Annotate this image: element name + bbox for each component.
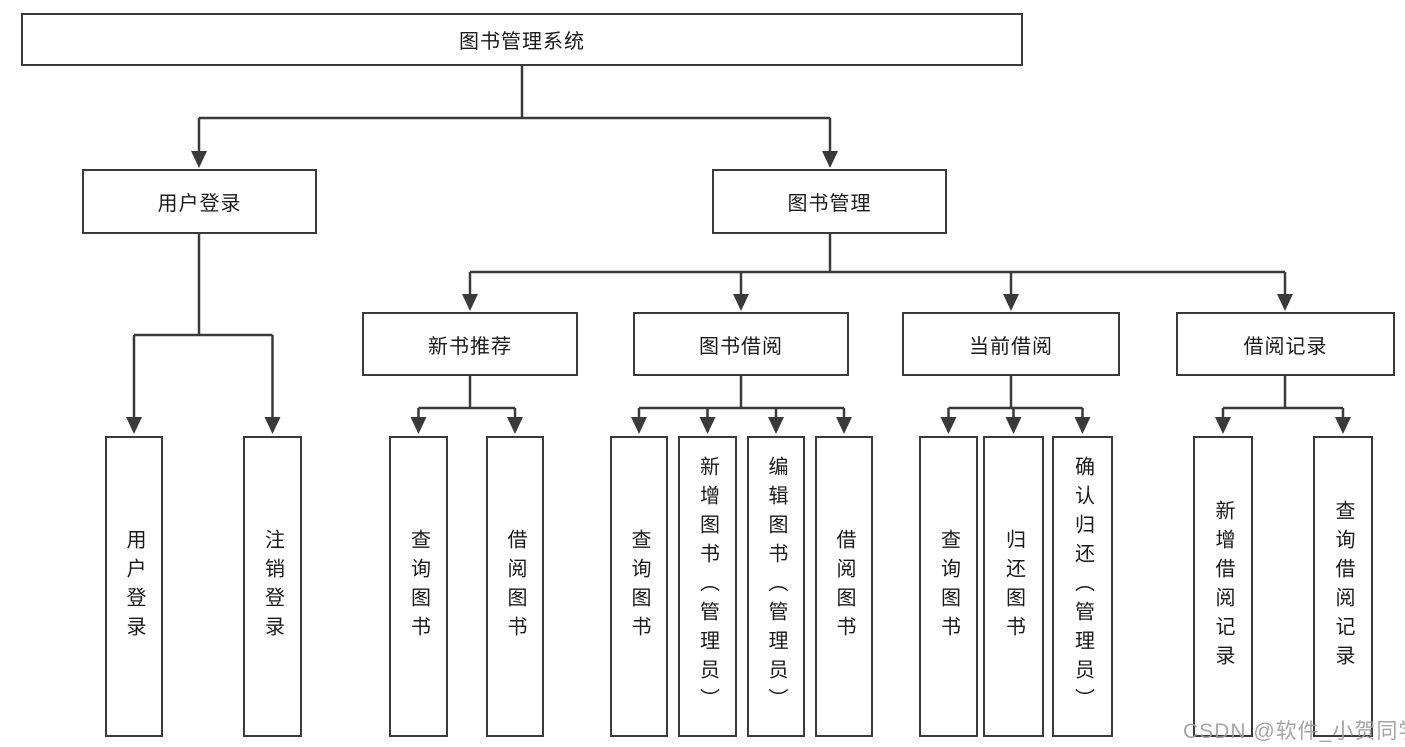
- node-borrow-records: 借阅记录: [1176, 312, 1395, 376]
- leaf-return-books: 归还图书: [983, 436, 1044, 737]
- leaf-query-borrow-record: 查询借阅记录: [1313, 436, 1373, 737]
- leaf-borrow-books: 借阅图书: [815, 436, 873, 737]
- leaf-edit-books-admin: 编辑图书（管理员）: [747, 436, 805, 737]
- node-user-login: 用户登录: [82, 169, 317, 234]
- leaf-borrow-books-recommend: 借阅图书: [486, 436, 544, 737]
- leaf-add-books-admin: 新增图书（管理员）: [678, 436, 737, 737]
- csdn-watermark: CSDN @软件_小贺同学: [1183, 720, 1405, 743]
- node-current-borrow: 当前借阅: [902, 312, 1120, 376]
- node-new-book-recommend: 新书推荐: [362, 312, 578, 376]
- leaf-add-borrow-record: 新增借阅记录: [1193, 436, 1253, 737]
- leaf-query-books-current: 查询图书: [919, 436, 978, 737]
- node-book-management: 图书管理: [712, 169, 947, 234]
- leaf-confirm-return-admin: 确认归还（管理员）: [1052, 436, 1113, 737]
- node-book-borrow: 图书借阅: [633, 312, 849, 376]
- leaf-logout: 注销登录: [243, 436, 302, 737]
- leaf-user-login: 用户登录: [105, 436, 163, 737]
- leaf-query-books-recommend: 查询图书: [389, 436, 448, 737]
- node-library-management-system: 图书管理系统: [21, 13, 1023, 66]
- leaf-query-books-borrow: 查询图书: [610, 436, 668, 737]
